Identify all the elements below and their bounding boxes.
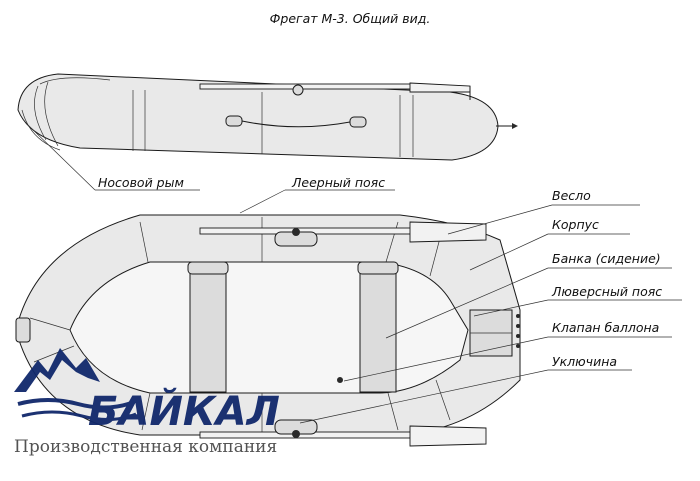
wave-icon bbox=[17, 398, 135, 410]
label-rope: Леерный пояс bbox=[291, 175, 385, 190]
side-view bbox=[17, 73, 518, 161]
label-oar: Весло bbox=[552, 188, 591, 203]
valve-icon bbox=[337, 377, 343, 383]
oarlock-icon bbox=[292, 84, 304, 96]
side-view-tube bbox=[17, 73, 499, 161]
label-hull: Корпус bbox=[552, 217, 599, 232]
leader-nose-ring bbox=[27, 124, 96, 191]
nose-ring-icon bbox=[15, 317, 31, 343]
mountain-icon bbox=[14, 348, 100, 392]
logo-brand: БАЙКАЛ bbox=[88, 387, 280, 435]
company-logo: БАЙКАЛ Производственная компания bbox=[14, 348, 280, 457]
label-nose-ring: Носовой рым bbox=[98, 175, 184, 190]
label-grommet-belt: Люверсный пояс bbox=[551, 284, 662, 299]
label-seat: Банка (сидение) bbox=[552, 251, 661, 266]
top-view-floor bbox=[69, 261, 469, 394]
handle-icon bbox=[225, 115, 243, 127]
handle-icon bbox=[349, 116, 367, 128]
logo-tagline: Производственная компания bbox=[14, 437, 277, 457]
diagram-title: Фрегат М-3. Общий вид. bbox=[270, 11, 431, 26]
label-oarlock: Уключина bbox=[552, 354, 617, 369]
label-valve: Клапан баллона bbox=[552, 320, 659, 335]
seat-bench bbox=[189, 267, 227, 393]
callouts: Весло Корпус Банка (сидение) Люверсный п… bbox=[299, 188, 682, 424]
top-view bbox=[15, 214, 521, 447]
side-oar bbox=[199, 83, 431, 90]
